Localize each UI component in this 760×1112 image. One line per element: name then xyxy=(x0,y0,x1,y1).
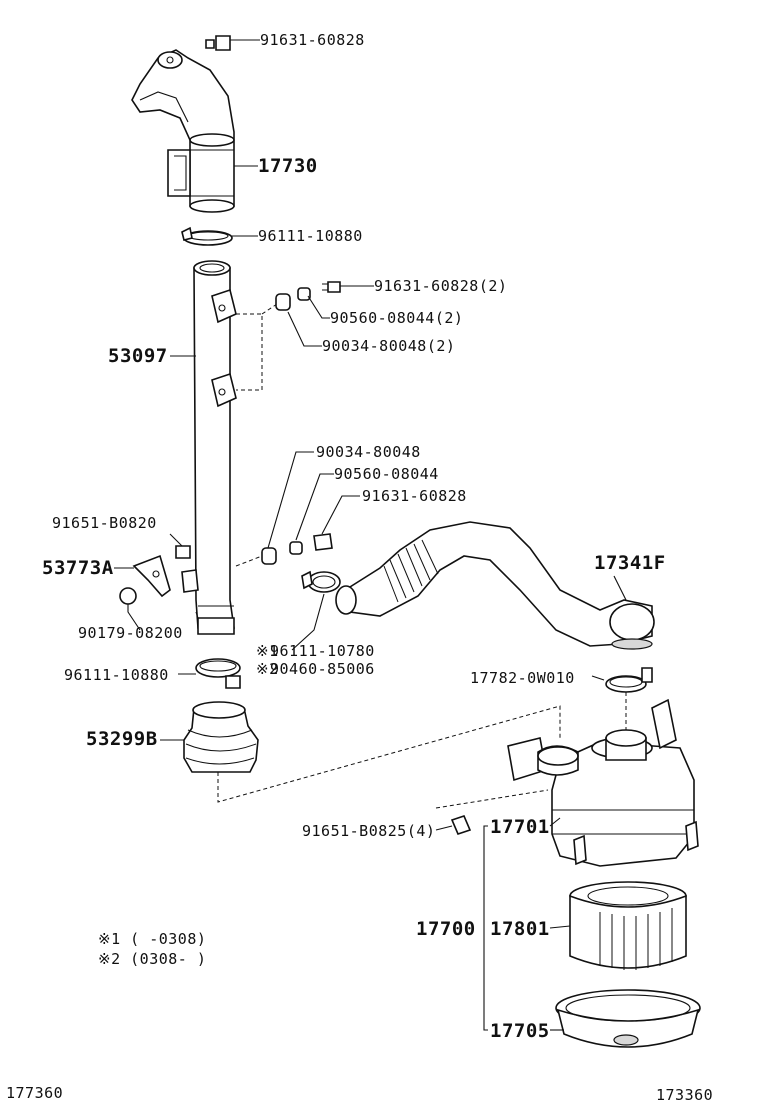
label-17730: 17730 xyxy=(258,155,318,177)
elbow-duct-17730 xyxy=(131,49,235,213)
label-90560-08044-2: 90560-08044(2) xyxy=(330,309,464,327)
footnote-2: ※2 (0308- ) xyxy=(98,950,207,968)
assembly-bracket-17700 xyxy=(483,825,488,1031)
dashed-leader-middle xyxy=(235,555,263,567)
label-90034-80048: 90034-80048 xyxy=(316,443,421,461)
label-91631-60828-top: 91631-60828 xyxy=(260,31,365,49)
label-96111-10880-bottom: 96111-10880 xyxy=(64,666,169,684)
inlet-pipe-53097 xyxy=(193,260,237,635)
label-90179-08200: 90179-08200 xyxy=(78,624,183,642)
footnote-1: ※1 ( -0308) xyxy=(98,930,207,948)
label-17782-0w010: 17782-0W010 xyxy=(470,669,575,687)
label-90034-80048-2: 90034-80048(2) xyxy=(322,337,456,355)
bolt-91651-b0825 xyxy=(450,815,472,835)
label-17801: 17801 xyxy=(490,918,550,940)
label-17705: 17705 xyxy=(490,1020,550,1042)
label-96111-10780: 96111-10780 xyxy=(270,642,375,660)
label-90460-85006: 90460-85006 xyxy=(270,660,375,678)
dashed-leader-boot xyxy=(217,705,561,803)
hose-clamp-96111-10880-bottom xyxy=(195,658,241,689)
fasteners-upper xyxy=(205,35,341,311)
label-53773a: 53773A xyxy=(42,557,114,579)
air-cleaner-case-17705 xyxy=(555,989,701,1048)
hose-clamp-96111-10880-top xyxy=(181,226,233,246)
hose-clamp-17782-0w010 xyxy=(605,667,653,693)
label-91651-b0825-4: 91651-B0825(4) xyxy=(302,822,436,840)
label-53299b: 53299B xyxy=(86,728,158,750)
label-91631-60828-mid: 91631-60828 xyxy=(362,487,467,505)
hose-clamp-96111-10780 xyxy=(301,570,341,593)
hose-17341f xyxy=(335,521,655,650)
label-17700: 17700 xyxy=(416,918,476,940)
air-cleaner-cap-17701 xyxy=(507,698,699,867)
label-17341f: 17341F xyxy=(594,552,666,574)
footer-code-right: 173360 xyxy=(656,1086,714,1104)
label-91651-b0820: 91651-B0820 xyxy=(52,514,157,532)
label-91631-60828-2: 91631-60828(2) xyxy=(374,277,508,295)
dashed-leader-bracket xyxy=(236,301,281,391)
label-53097: 53097 xyxy=(108,345,168,367)
label-17701: 17701 xyxy=(490,816,550,838)
bracket-53773a xyxy=(119,545,199,605)
label-90560-08044: 90560-08044 xyxy=(334,465,439,483)
leader-lines xyxy=(114,39,627,1031)
label-96111-10880-top: 96111-10880 xyxy=(258,227,363,245)
fasteners-middle xyxy=(261,533,333,565)
note1-mark: ※1 xyxy=(256,642,279,660)
boot-53299b xyxy=(183,701,259,773)
note2-mark: ※2 xyxy=(256,660,279,678)
footer-code-left: 177360 xyxy=(6,1084,64,1102)
filter-element-17801 xyxy=(569,881,687,970)
dashed-leader-bolt xyxy=(435,789,549,809)
